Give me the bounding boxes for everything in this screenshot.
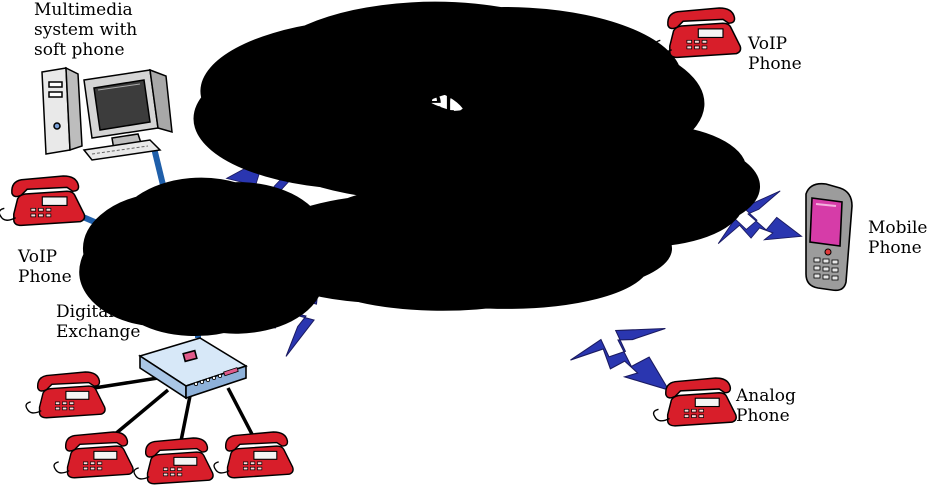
line-phone-3 [178, 395, 192, 447]
bolt-pstn-analog [569, 301, 689, 396]
digital-exchange-label: Digital Exchange [56, 302, 141, 342]
exchange-phone-3-icon [133, 437, 214, 485]
line-phone-4 [226, 387, 256, 439]
voip-right-label: VoIP Phone [748, 34, 802, 74]
computer-icon [41, 66, 173, 161]
voip-left-label: VoIP Phone [18, 247, 72, 287]
mobile-phone-label: Mobile Phone [868, 218, 928, 258]
line-phone-2 [106, 388, 170, 442]
internet-cloud-label: Internet [369, 80, 519, 121]
exchange-phone-2-icon [53, 431, 134, 479]
digital-exchange-icon [138, 337, 248, 400]
analog-phone-label: Analog Phone [736, 386, 796, 426]
mobile-phone-icon [805, 182, 853, 292]
voip-phone-right-icon [654, 7, 742, 59]
data-network-cloud-label: Data Network [170, 237, 242, 277]
voip-phone-left-icon [0, 175, 86, 227]
wireless-cloud-label: Wireless Network [572, 164, 648, 205]
exchange-phone-4-icon [213, 431, 294, 479]
multimedia-label: Multimedia system with soft phone [34, 0, 138, 60]
line-phone-1 [93, 376, 159, 390]
exchange-phone-lines [93, 376, 256, 447]
pstn-cloud-label: PSTN Cloud [395, 235, 525, 259]
exchange-phone-1-icon [25, 371, 106, 419]
